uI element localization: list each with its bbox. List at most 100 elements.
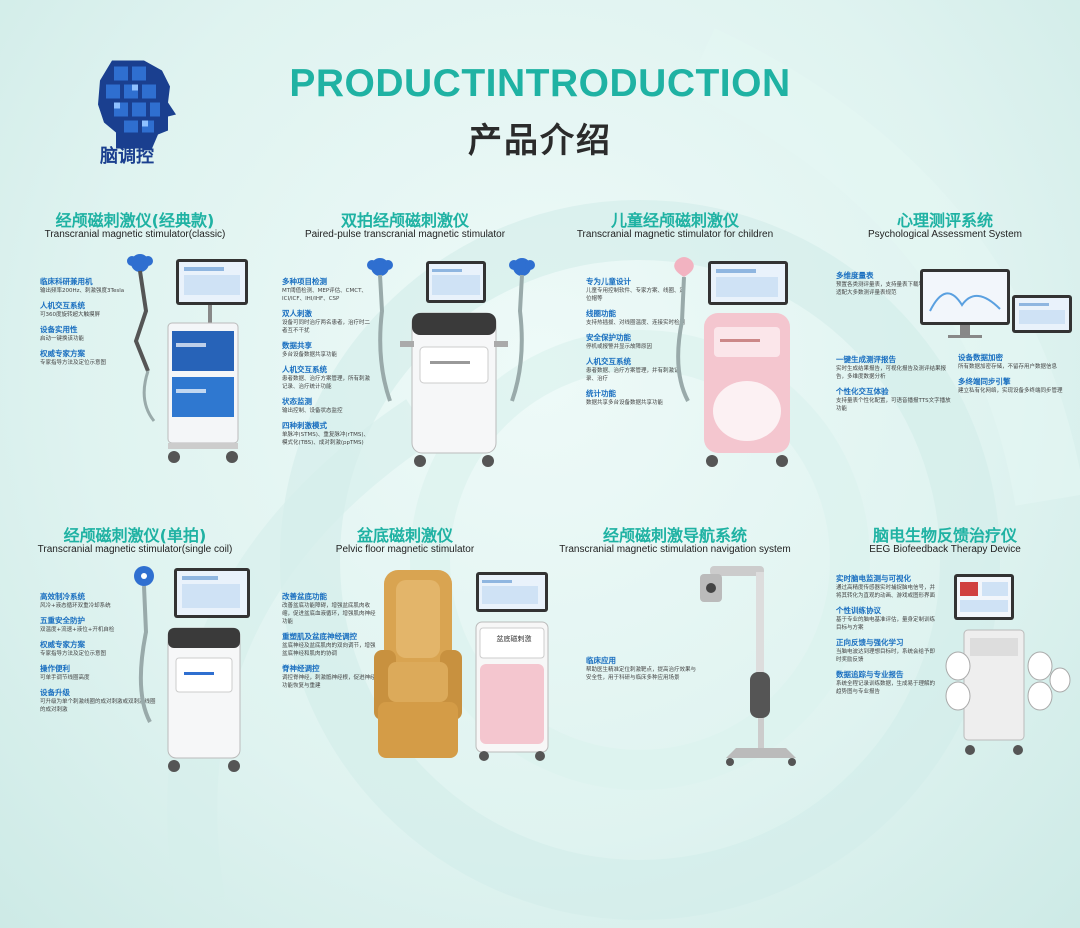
feature-desc: 支持量表个性化配置，可语音播报TTS文字播放功能 [836, 398, 951, 412]
feature-list: 改善盆底功能 改善盆底功能障碍，增强盆底肌肉收缩，促进盆底血液循环，增强肌肉神经… [282, 592, 378, 696]
product-title-en: Psychological Assessment System [868, 229, 1022, 240]
page-title-cn: 产品介绍 [468, 121, 612, 161]
feature-list: 临床应用 帮助医生精准定位刺激靶点，提高治疗效果与安全性，用于科研与临床多种应用… [586, 656, 696, 688]
feature-desc: 盆底神经及盆底肌肉的双向调节，增强盆底神经和肌肉的协调 [282, 643, 376, 657]
product-card-navigation: 经颅磁刺激导航系统 Transcranial magnetic stimulat… [540, 522, 810, 822]
product-title-cn: 双拍经颅磁刺激仪 [340, 211, 469, 230]
product-title-en: Pelvic floor magnetic stimulator [335, 544, 475, 555]
product-title-cn: 经颅磁刺激导航系统 [602, 526, 747, 545]
feature-title: 实时脑电监测与可视化 [836, 574, 911, 583]
feature-title: 人机交互系统 [40, 301, 85, 310]
feature-desc: MT阈值检测、MEP评估、CMCT、ICI/ICF、IHI/IHF、CSP [282, 288, 367, 302]
feature-title: 多种项目检测 [282, 277, 327, 286]
feature-desc: 输出控制、设备状态监控 [282, 408, 343, 414]
feature-title: 设备数据加密 [958, 353, 1003, 362]
feature-title: 数据追踪与专业报告 [836, 670, 904, 679]
product-title-en: EEG Biofeedback Therapy Device [869, 544, 1021, 555]
feature-list: 设备数据加密 所有数据加密存储，不留存用户数据信息 多终端同步引擎 建立私有化网… [958, 353, 1068, 401]
feature-desc: 专家指导方法及定位示意图 [40, 360, 107, 366]
product-title-en: Transcranial magnetic stimulator for chi… [576, 229, 774, 240]
product-title-en: Transcranial magnetic stimulator(classic… [44, 229, 226, 240]
feature-title: 权威专家方案 [40, 640, 85, 649]
product-title-cn: 儿童经颅磁刺激仪 [610, 211, 739, 230]
feature-title: 临床应用 [586, 656, 616, 665]
feature-desc: 输出频率200Hz、刺激强度3Tesla [40, 288, 125, 294]
product-card-classic: 经颅磁刺激仪(经典款) Transcranial magnetic stimul… [0, 207, 270, 507]
feature-list: 临床科研兼用机 输出频率200Hz、刺激强度3Tesla 人机交互系统 可360… [40, 277, 160, 373]
feature-desc: 建立私有化网络，实现设备多终端同步管理 [958, 388, 1063, 394]
feature-desc: 调控脊神经，刺激骶神经根，促进神经功能恢复与重建 [282, 675, 376, 689]
product-title-cn: 经颅磁刺激仪(单拍) [63, 526, 207, 545]
product-card-paired-pulse: 双拍经颅磁刺激仪 Paired-pulse transcranial magne… [270, 207, 540, 507]
feature-desc: 数据共享多台设备数据共享功能 [586, 400, 664, 406]
product-card-psych-assessment: 心理测评系统 Psychological Assessment System 多… [810, 207, 1080, 507]
feature-title: 权威专家方案 [40, 349, 85, 358]
feature-title: 改善盆底功能 [282, 592, 327, 601]
feature-title: 线圈功能 [586, 309, 616, 318]
feature-title: 专为儿童设计 [586, 277, 631, 286]
feature-desc: 系统全程记录训练数据，生成易于理解的趋势图与专业报告 [836, 681, 936, 695]
feature-title: 数据共享 [282, 341, 312, 350]
feature-title: 安全保护功能 [586, 333, 631, 342]
feature-desc: 启动一键换该功能 [40, 336, 85, 342]
feature-desc: 儿童专用控制软件、专家方案、线圈、定位帽等 [586, 288, 686, 302]
product-title-en: Transcranial magnetic stimulation naviga… [559, 544, 791, 555]
tms-children-device-image [674, 257, 790, 467]
feature-desc: 所有数据加密存储，不留存用户数据信息 [958, 364, 1058, 370]
feature-desc: 停机或报警并显示故障原因 [586, 344, 653, 350]
feature-title: 临床科研兼用机 [40, 277, 93, 286]
feature-title: 脊神经调控 [282, 664, 320, 673]
feature-title: 设备升级 [40, 688, 70, 697]
feature-desc: 单脉冲(STMS)、重复脉冲(rTMS)、模式化(TBS)、成对刺激(ppTMS… [282, 432, 370, 446]
feature-desc: 帮助医生精准定位刺激靶点，提高治疗效果与安全性，用于科研与临床多种应用场景 [586, 667, 697, 681]
feature-title: 多终端同步引擎 [958, 377, 1011, 386]
feature-desc: 通过高精度传感器实时捕捉脑电信号，并将其转化为直观的动画、游戏或图形界面 [836, 585, 936, 599]
feature-title: 个性化交互体验 [836, 387, 889, 396]
tms-classic-device-image [127, 254, 248, 463]
feature-title: 五重安全防护 [40, 616, 85, 625]
feature-desc: 设备可同时治疗两名患者，治疗时二者互不干扰 [282, 320, 371, 334]
feature-title: 统计功能 [586, 389, 616, 398]
feature-desc: 预置各类测评量表，支持量表下载导入，适配大多数测评量表规范 [836, 282, 936, 296]
feature-title: 人机交互系统 [586, 357, 631, 366]
feature-title: 高效制冷系统 [40, 592, 85, 601]
eeg-device-image [945, 574, 1071, 755]
product-card-pelvic-floor: 盆底磁刺激仪 Pelvic floor magnetic stimulator … [270, 522, 549, 822]
product-card-single-coil: 经颅磁刺激仪(单拍) Transcranial magnetic stimula… [0, 522, 270, 822]
feature-title: 设备实用性 [40, 325, 78, 334]
feature-list: 专为儿童设计 儿童专用控制软件、专家方案、线圈、定位帽等 线圈功能 支持热插拔、… [586, 277, 686, 413]
brand-name: 脑调控 [100, 146, 154, 167]
psych-assessment-screens-image [920, 269, 1072, 338]
feature-title: 双人刺激 [282, 309, 312, 318]
feature-list: 一键生成测评报告 实时生成结果报告，可视化报告及测评结果报告，多维度数据分析 个… [836, 355, 952, 419]
feature-list: 多种项目检测 MT阈值检测、MEP评估、CMCT、ICI/ICF、IHI/IHF… [282, 277, 374, 453]
cabinet-label: 盆底磁刺激 [496, 635, 532, 643]
feature-desc: 改善盆底功能障碍，增强盆底肌肉收缩，促进盆底血液循环，增强肌肉神经功能 [282, 603, 376, 625]
feature-title: 重塑肌及盆底神经调控 [282, 632, 357, 641]
feature-title: 正向反馈与强化学习 [836, 638, 904, 647]
feature-desc: 实时生成结果报告，可视化报告及测评结果报告，多维度数据分析 [836, 366, 947, 380]
feature-desc: 多台设备数据共享功能 [282, 352, 338, 358]
feature-title: 操作便利 [40, 664, 70, 673]
feature-desc: 支持热插拔、对线圈温度、连接实时检测 [586, 320, 686, 326]
feature-desc: 双温度+流速+液位+开机自检 [40, 627, 115, 633]
product-title-cn: 心理测评系统 [896, 211, 993, 230]
feature-desc: 基于专业的脑电基准评估，量身定制训练目标与方案 [836, 617, 936, 631]
feature-desc: 患者数据、治疗方案管理，并有刺激记录、治疗 [586, 368, 680, 382]
brand-logo [98, 60, 176, 149]
product-title-cn: 脑电生物反馈治疗仪 [872, 526, 1017, 545]
pelvic-chair-image [374, 570, 462, 758]
pelvic-cabinet-image [475, 572, 549, 761]
feature-desc: 可360度旋转超大触摸屏 [40, 312, 100, 318]
tms-single-coil-device-image [134, 566, 250, 772]
feature-title: 一键生成测评报告 [836, 355, 896, 364]
feature-title: 个性训练协议 [836, 606, 881, 615]
feature-title: 四种刺激模式 [282, 421, 327, 430]
product-title-en: Transcranial magnetic stimulator(single … [37, 544, 233, 555]
feature-desc: 专家指导方法及定位示意图 [40, 651, 107, 657]
product-card-children: 儿童经颅磁刺激仪 Transcranial magnetic stimulato… [540, 207, 810, 507]
feature-desc: 风冷+液态循环双重冷却系统 [40, 603, 111, 609]
feature-list: 高效制冷系统 风冷+液态循环双重冷却系统 五重安全防护 双温度+流速+液位+开机… [40, 592, 160, 720]
feature-desc: 可升级为单个刺激线圈的成对刺激或双刺激线圈的成对刺激 [40, 699, 156, 713]
navigation-stand-image [700, 566, 796, 766]
